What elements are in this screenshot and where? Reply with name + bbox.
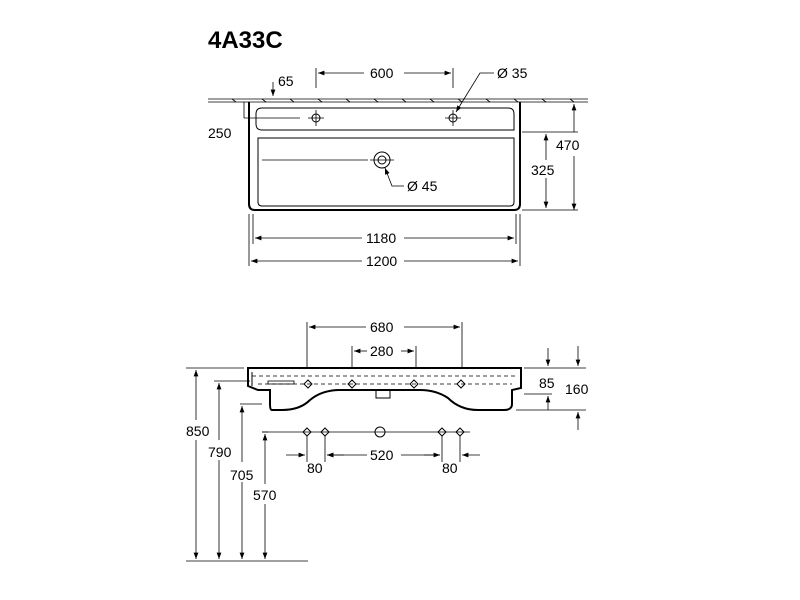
- dim-790: 790: [208, 444, 232, 460]
- basin-inner-top: [255, 107, 515, 131]
- front-hole-markers: [303, 379, 466, 389]
- drain-stub: [375, 390, 391, 399]
- dim-280: 280: [370, 343, 394, 359]
- basin-hidden-line: [252, 375, 518, 385]
- dim-850: 850: [186, 423, 210, 439]
- dim-600: 600: [370, 65, 394, 81]
- dim-1180: 1180: [366, 230, 396, 246]
- dim-325: 325: [531, 162, 555, 178]
- tap-hole-left: [308, 110, 324, 126]
- bottom-hole-row: [262, 426, 470, 438]
- dim-80-right: 80: [442, 460, 458, 476]
- dim-80-left: 80: [307, 460, 323, 476]
- dim-470: 470: [556, 137, 580, 153]
- dim-1200: 1200: [366, 253, 397, 269]
- model-title: 4A33C: [208, 27, 283, 54]
- dim-570: 570: [253, 487, 277, 503]
- dim-520: 520: [370, 447, 394, 463]
- wall-line: [208, 98, 588, 103]
- dim-tap-hole: Ø 35: [497, 65, 528, 81]
- dim-85: 85: [539, 375, 555, 391]
- dim-160: 160: [565, 381, 589, 397]
- basin-bowl: [257, 137, 515, 207]
- dim-680: 680: [370, 319, 394, 335]
- dim-65: 65: [278, 73, 294, 89]
- dim-drain: Ø 45: [407, 178, 438, 194]
- basin-outline: [248, 102, 521, 211]
- drain-hole: [370, 151, 394, 169]
- dim-250: 250: [208, 125, 232, 141]
- dim-705: 705: [230, 467, 254, 483]
- basin-front-outline: [247, 367, 522, 411]
- front-view: 680 280 85 160 80 520 80: [186, 319, 589, 562]
- tap-hole-right: [445, 110, 461, 126]
- top-view: 65 600 Ø 35 250 Ø 45 470 325 1180 1200: [208, 65, 588, 269]
